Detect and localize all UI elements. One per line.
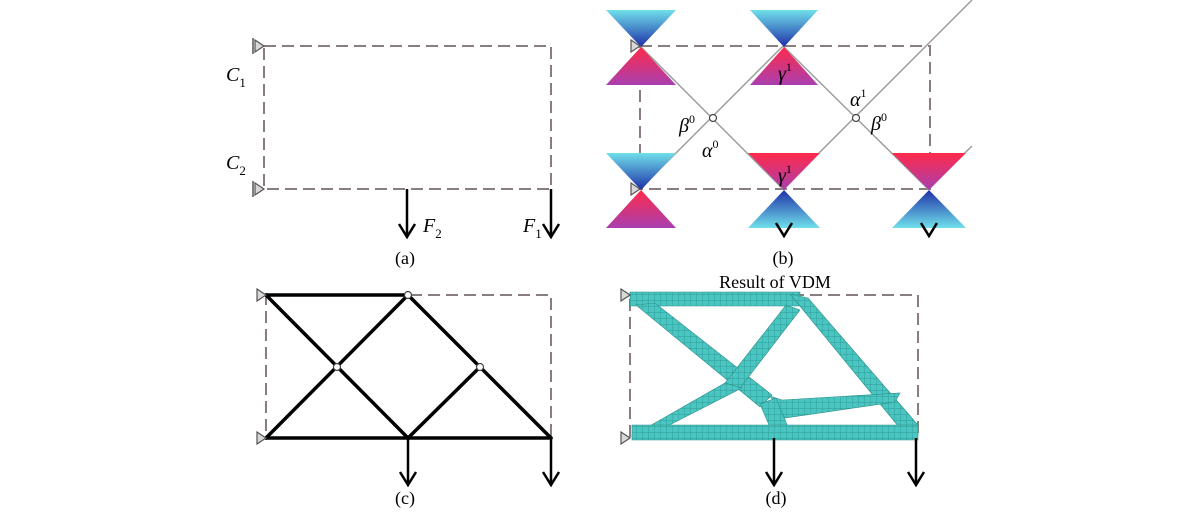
node-b-right-icon: [851, 113, 861, 123]
force-arrow-f2-icon: [397, 189, 417, 240]
force-arrow-d2-icon: [906, 438, 926, 488]
support-label-c1: C1: [226, 64, 246, 90]
caption-c: (c): [395, 488, 415, 509]
panel-d: Result of VDM: [620, 272, 926, 509]
symbol-gamma1-top: γ1: [778, 60, 792, 85]
force-label-f1: F1: [522, 215, 542, 241]
support-c1-icon: [252, 38, 266, 54]
node-c-right-icon: [475, 362, 485, 372]
support-c-top-icon: [256, 287, 268, 303]
force-arrow-c2-icon: [541, 438, 561, 488]
force-label-f2: F2: [422, 215, 442, 241]
panel-c: (c): [256, 287, 561, 509]
support-b2-icon: [630, 181, 642, 197]
support-c-bottom-icon: [256, 430, 268, 446]
caption-d: (d): [766, 488, 787, 509]
caption-b: (b): [773, 248, 794, 269]
symbol-alpha0: α0: [702, 137, 719, 162]
cone-pair-4-icon: [748, 153, 820, 228]
vdm-title: Result of VDM: [719, 272, 831, 292]
symbol-beta0-left: β0: [678, 112, 695, 137]
node-c-top-icon: [403, 290, 413, 300]
caption-a: (a): [395, 248, 415, 269]
support-c2-icon: [252, 181, 266, 197]
symbol-gamma1-bottom: γ1: [778, 162, 792, 187]
design-domain-outline: [263, 45, 552, 190]
node-c-left-icon: [332, 362, 342, 372]
vdm-topology-result: [629, 291, 919, 441]
force-arrow-b2-icon: [919, 222, 939, 239]
force-arrow-b1-icon: [774, 222, 794, 239]
force-arrow-d1-icon: [764, 438, 784, 488]
node-b-left-icon: [708, 113, 718, 123]
design-domain-outline-b: [639, 45, 931, 190]
support-d-bottom-icon: [620, 430, 632, 446]
support-d-top-icon: [620, 287, 632, 303]
symbol-beta0-right: β0: [870, 110, 887, 135]
cone-pair-2-icon: [750, 10, 818, 85]
symbol-alpha1: α1: [850, 86, 867, 111]
support-label-c2: C2: [226, 152, 246, 178]
support-b1-icon: [630, 38, 642, 54]
panel-a: C1 C2 F2 F1 (a): [226, 38, 561, 269]
panel-b: β0 α0 γ1 γ1 α1 β0 (b): [606, 0, 973, 269]
force-arrow-c1-icon: [398, 438, 418, 488]
cone-pair-5-icon: [892, 153, 966, 228]
cone-pair-3-icon: [606, 153, 676, 228]
force-arrow-f1-icon: [541, 189, 561, 240]
cone-pair-1-icon: [606, 10, 676, 85]
truss-members: [264, 293, 553, 440]
design-domain-outline-c: [265, 294, 552, 439]
